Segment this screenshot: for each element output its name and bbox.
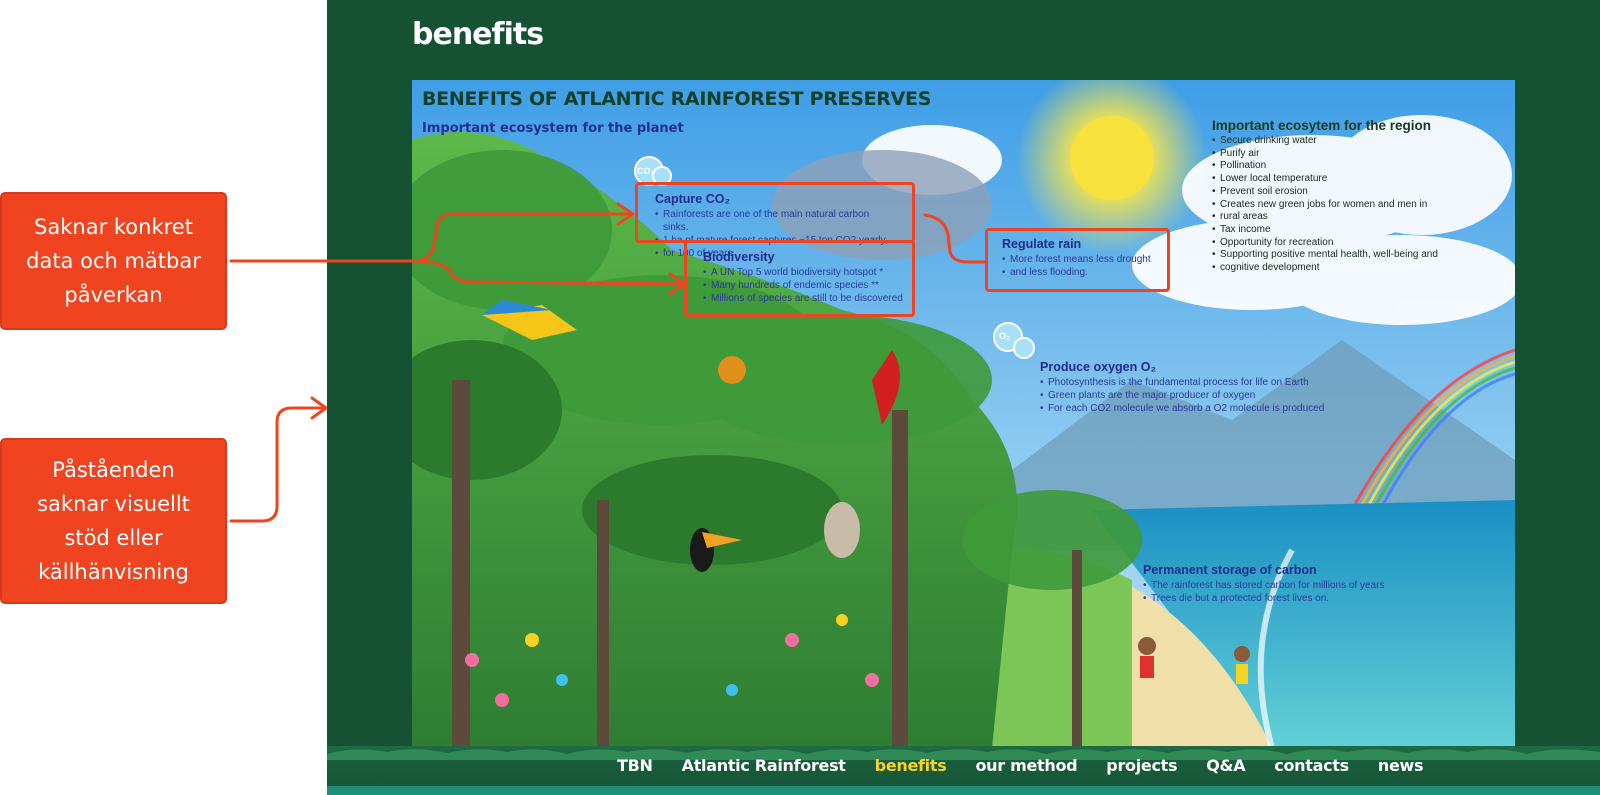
benefits-infographic: BENEFITS OF ATLANTIC RAINFOREST PRESERVE… xyxy=(412,80,1515,748)
regulate-rain-item: More forest means less drought xyxy=(1002,253,1172,266)
region-benefits-item: Purify air xyxy=(1212,148,1502,161)
capture-co2-item: Rainforests are one of the main natural … xyxy=(655,208,895,234)
page-title: benefits xyxy=(412,17,544,52)
region-benefits-heading: Important ecosytem for the region xyxy=(1212,118,1432,133)
callout-line: data och mätbar xyxy=(26,249,201,273)
arrow-to-site xyxy=(229,406,326,523)
region-benefits-item: Pollination xyxy=(1212,160,1502,173)
produce-oxygen-heading: Produce oxygen O₂ xyxy=(1040,360,1156,374)
carbon-storage-box: Permanent storage of carbon The rainfore… xyxy=(1143,563,1443,605)
nav-item-projects[interactable]: projects xyxy=(1106,756,1178,775)
produce-oxygen-item: Green plants are the major producer of o… xyxy=(1040,389,1370,402)
highlight-biodiversity xyxy=(684,240,915,317)
infographic-title: BENEFITS OF ATLANTIC RAINFOREST PRESERVE… xyxy=(422,88,932,110)
biodiversity-item: Millions of species are still to be disc… xyxy=(703,292,913,305)
annotation-callout-missing-sources: Påståenden saknar visuellt stöd eller kä… xyxy=(0,438,227,604)
carbon-storage-item: Trees die but a protected forest lives o… xyxy=(1143,592,1443,605)
nav-item-news[interactable]: news xyxy=(1377,756,1424,775)
annotation-callout-missing-data: Saknar konkret data och mätbar påverkan xyxy=(0,192,227,330)
nav-item-our-method[interactable]: our method xyxy=(975,756,1078,775)
infographic-subtitle: Important ecosystem for the planet xyxy=(422,121,684,136)
regulate-rain-box: Regulate rain More forest means less dro… xyxy=(1002,237,1172,279)
co2-bubble-label: CO₂ xyxy=(637,166,655,176)
nav-menu: TBN Atlantic Rainforest benefits our met… xyxy=(617,756,1452,775)
callout-line: Saknar konkret xyxy=(34,215,193,239)
region-benefits-item: Creates new green jobs for women and men… xyxy=(1212,199,1502,212)
region-benefits-item: Prevent soil erosion xyxy=(1212,186,1502,199)
leaf-border xyxy=(327,749,1600,760)
website-frame: benefits xyxy=(327,0,1600,795)
o2-bubble-label: O₂ xyxy=(999,331,1010,341)
region-benefits-item: Tax income xyxy=(1212,224,1502,237)
produce-oxygen-item: Photosynthesis is the fundamental proces… xyxy=(1040,376,1370,389)
nav-item-qa[interactable]: Q&A xyxy=(1206,756,1246,775)
region-benefits-item: rural areas xyxy=(1212,211,1502,224)
region-benefits-item: cognitive development xyxy=(1212,262,1502,275)
biodiversity-heading: Biodiversity xyxy=(703,250,775,264)
capture-co2-item: for 100 of years xyxy=(655,247,895,260)
carbon-storage-item: The rainforest has stored carbon for mil… xyxy=(1143,579,1443,592)
bottom-navigation: TBN Atlantic Rainforest benefits our met… xyxy=(327,746,1600,795)
capture-co2-heading: Capture CO₂ xyxy=(655,192,731,206)
nav-bottom-strip xyxy=(327,786,1600,795)
region-benefits-item: Secure drinking water xyxy=(1212,135,1502,148)
nav-item-benefits[interactable]: benefits xyxy=(874,756,947,775)
regulate-rain-heading: Regulate rain xyxy=(1002,237,1082,251)
biodiversity-box: Biodiversity A UN Top 5 world biodiversi… xyxy=(703,250,913,305)
callout-line: Påståenden xyxy=(52,458,175,482)
nav-item-tbn[interactable]: TBN xyxy=(617,756,653,775)
biodiversity-item: A UN Top 5 world biodiversity hotspot * xyxy=(703,266,913,279)
region-benefits-item: Supporting positive mental health, well-… xyxy=(1212,249,1502,262)
produce-oxygen-box: Produce oxygen O₂ Photosynthesis is the … xyxy=(1040,360,1370,415)
nav-item-contacts[interactable]: contacts xyxy=(1274,756,1349,775)
callout-line: stöd eller xyxy=(64,526,163,550)
regulate-rain-item: and less flooding. xyxy=(1002,266,1172,279)
region-benefits-item: Opportunity for recreation xyxy=(1212,237,1502,250)
highlight-capture-co2 xyxy=(635,182,915,243)
nav-item-atlantic-rainforest[interactable]: Atlantic Rainforest xyxy=(681,756,846,775)
region-benefits-box: Important ecosytem for the region Secure… xyxy=(1212,118,1502,275)
biodiversity-item: Many hundreds of endemic species ** xyxy=(703,279,913,292)
region-benefits-item: Lower local temperature xyxy=(1212,173,1502,186)
highlight-regulate-rain xyxy=(985,228,1170,292)
callout-line: saknar visuellt xyxy=(37,492,190,516)
carbon-storage-heading: Permanent storage of carbon xyxy=(1143,563,1317,577)
produce-oxygen-item: For each CO2 molecule we absorb a O2 mol… xyxy=(1040,402,1370,415)
callout-line: källhänvisning xyxy=(38,560,189,584)
arrow-head-icon xyxy=(310,396,328,420)
callout-line: påverkan xyxy=(64,283,163,307)
